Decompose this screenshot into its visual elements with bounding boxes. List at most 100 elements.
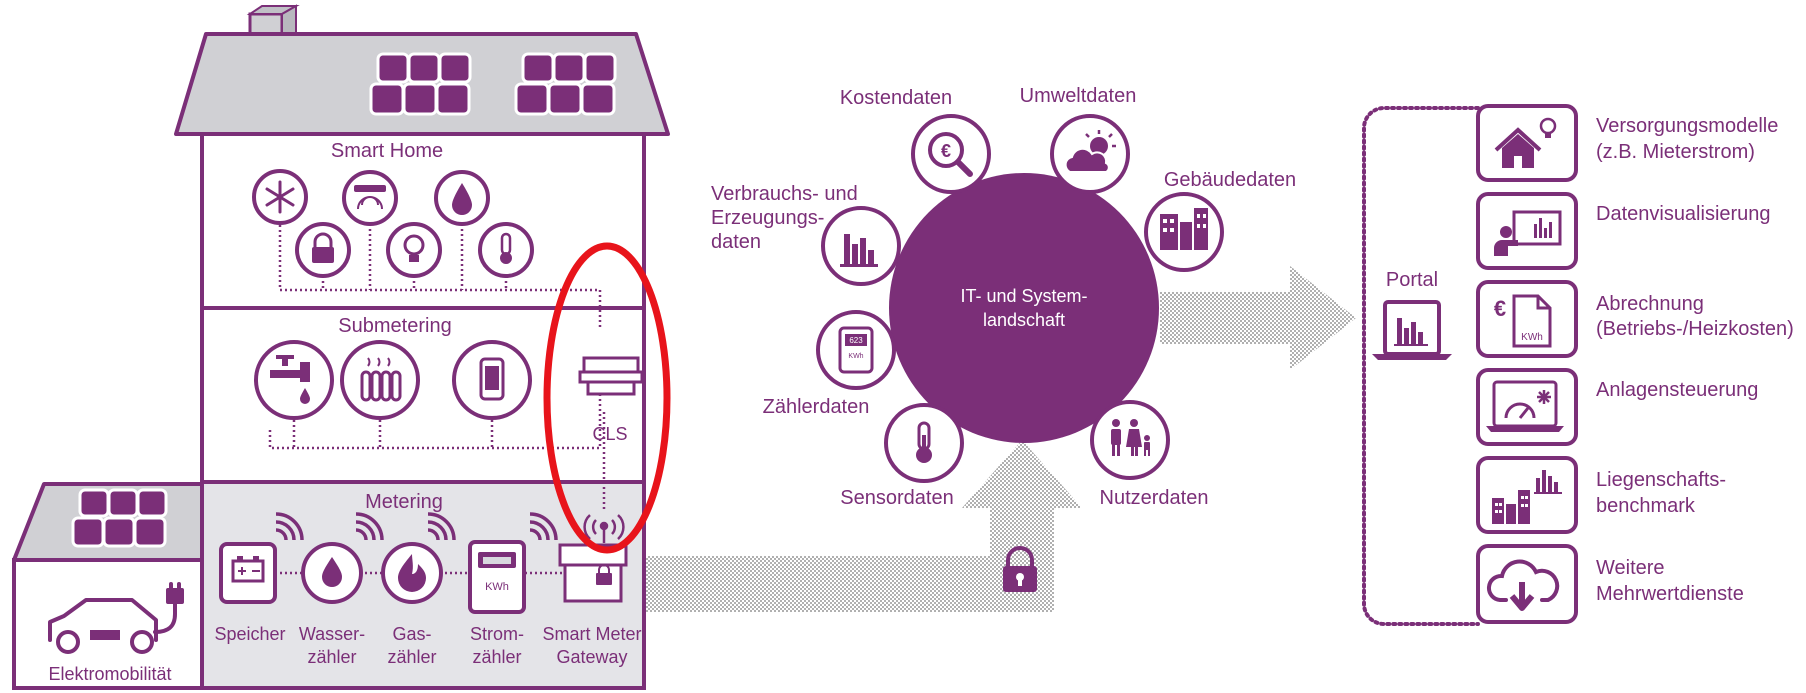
bar-chart-icon [840,234,878,267]
snowflake-icon [252,169,308,225]
euro-magnifier-icon: € [928,132,973,177]
kostendaten-label: Kostendaten [840,87,952,109]
portal-label: Portal [1386,269,1438,291]
cloud-download-icon [1487,559,1560,611]
arrow-lock-icon [1003,546,1037,592]
meter-label-gateway-2: Gateway [556,647,627,667]
meter-label-wasser-2: zähler [307,647,356,667]
water-meter-icon [301,542,363,604]
wifi-icon [529,512,558,541]
antenna-icon [583,514,625,543]
service-label-1a: Versorgungsmodelle [1596,115,1778,137]
invoice-icon: € KWh [1494,294,1552,348]
nutzerdaten-node [1090,400,1170,480]
house: Smart Home Submetering Metering [12,4,671,690]
cls-module-icon [578,356,644,396]
thermometer-icon [916,421,932,463]
family-icon [1111,419,1150,456]
service-label-5a: Liegenschafts- [1596,469,1726,491]
verbrauchsdaten-label-1: Verbrauchs- und [711,183,858,205]
gebaeudedaten-label: Gebäudedaten [1164,169,1296,191]
verbrauchsdaten-label-3: daten [711,231,761,253]
service-label-3b: (Betriebs-/Heizkosten) [1596,318,1794,340]
verbrauchsdaten-node [821,206,901,286]
smart-home-wiring [268,220,606,510]
service-box-liegenschaftsbenchmark [1476,456,1578,534]
wifi-icon [427,512,456,541]
zaehlerdaten-label: Zählerdaten [763,396,870,418]
buildings-icon [1160,208,1208,250]
service-label-6b: Mehrwertdienste [1596,583,1744,605]
umweltdaten-label: Umweltdaten [1020,85,1137,107]
umweltdaten-node [1050,114,1130,194]
smart-meter-gateway-icon [558,543,628,603]
service-label-4a: Anlagensteuerung [1596,379,1758,401]
cls-highlight-ellipse [543,242,671,554]
gebaeudedaten-node [1144,192,1224,272]
portal-bracket [1362,106,1480,626]
electricity-meter-icon: KWh [468,540,526,614]
zaehlerdaten-node: 623 KWh [816,310,896,390]
service-label-3a: Abrechnung [1596,293,1704,315]
service-label-5b: benchmark [1596,495,1696,517]
nutzerdaten-label: Nutzerdaten [1100,487,1209,509]
meter-label-gas-2: zähler [387,647,436,667]
it-to-portal-arrow [1160,266,1356,370]
it-system-circle [889,173,1159,443]
battery-storage-icon [219,542,277,604]
invoice-kwh: KWh [1521,332,1543,343]
kostendaten-node: € [911,114,991,194]
sensordaten-node [884,403,964,483]
water-tap-icon [254,340,334,420]
it-system-label-1: IT- und System- [960,286,1087,306]
service-box-anlagensteuerung [1476,368,1578,446]
meter-label-strom-1: Strom- [470,624,524,644]
meter-label-gas-1: Gas- [392,624,431,644]
invoice-euro-glyph: € [1494,296,1506,321]
elektromobilitaet-label: Elektromobilität [48,664,171,684]
service-label-2a: Datenvisualisierung [1596,203,1771,225]
sun-cloud-icon [1064,130,1116,173]
gas-flame-icon [381,542,443,604]
service-label-6a: Weitere [1596,557,1665,579]
submetering-label: Submetering [338,315,451,337]
service-box-datenvisualisierung [1476,192,1578,270]
sensordaten-label: Sensordaten [840,487,953,509]
meter-display-kwh: KWh [848,353,863,360]
meter-label-speicher-1: Speicher [214,624,285,644]
thermometer-icon [478,222,534,278]
meter-label-strom-2: zähler [472,647,521,667]
electric-car-icon [48,582,184,654]
verbrauchsdaten-label-2: Erzeugungs- [711,207,824,229]
wifi-icon [355,512,384,541]
meter-display-icon: 623 KWh [838,326,874,374]
it-system-label-2: landschaft [983,310,1065,330]
water-drop-icon [434,170,490,226]
radiator-icon [340,340,420,420]
wifi-icon-group [275,512,558,541]
cls-label: CLS [592,424,627,444]
laptop-icon [1372,300,1452,360]
buildings-chart-icon [1492,470,1562,524]
smart-home-label: Smart Home [331,140,443,162]
solar-panel-garage [71,488,168,548]
service-box-versorgungsmodelle [1476,104,1578,182]
gateway-to-it-arrow [646,440,1082,612]
euro-glyph: € [941,141,951,161]
smartphone-icon [452,340,532,420]
lightbulb-icon [386,222,442,278]
garage-body [12,558,204,690]
solar-panel-roof-right [514,52,617,116]
wifi-icon [275,512,304,541]
meter-label-wasser-1: Wasser- [299,624,365,644]
service-box-weitere [1476,544,1578,624]
house-lightbulb-icon [1494,117,1557,168]
metering-label: Metering [365,491,443,513]
meter-display-digits: 623 [849,336,863,345]
electricity-meter-kwh: KWh [485,581,509,593]
presentation-icon [1494,210,1562,256]
solar-panel-roof-left [369,52,472,116]
service-label-1b: (z.B. Mieterstrom) [1596,141,1755,163]
router-icon [342,170,398,226]
